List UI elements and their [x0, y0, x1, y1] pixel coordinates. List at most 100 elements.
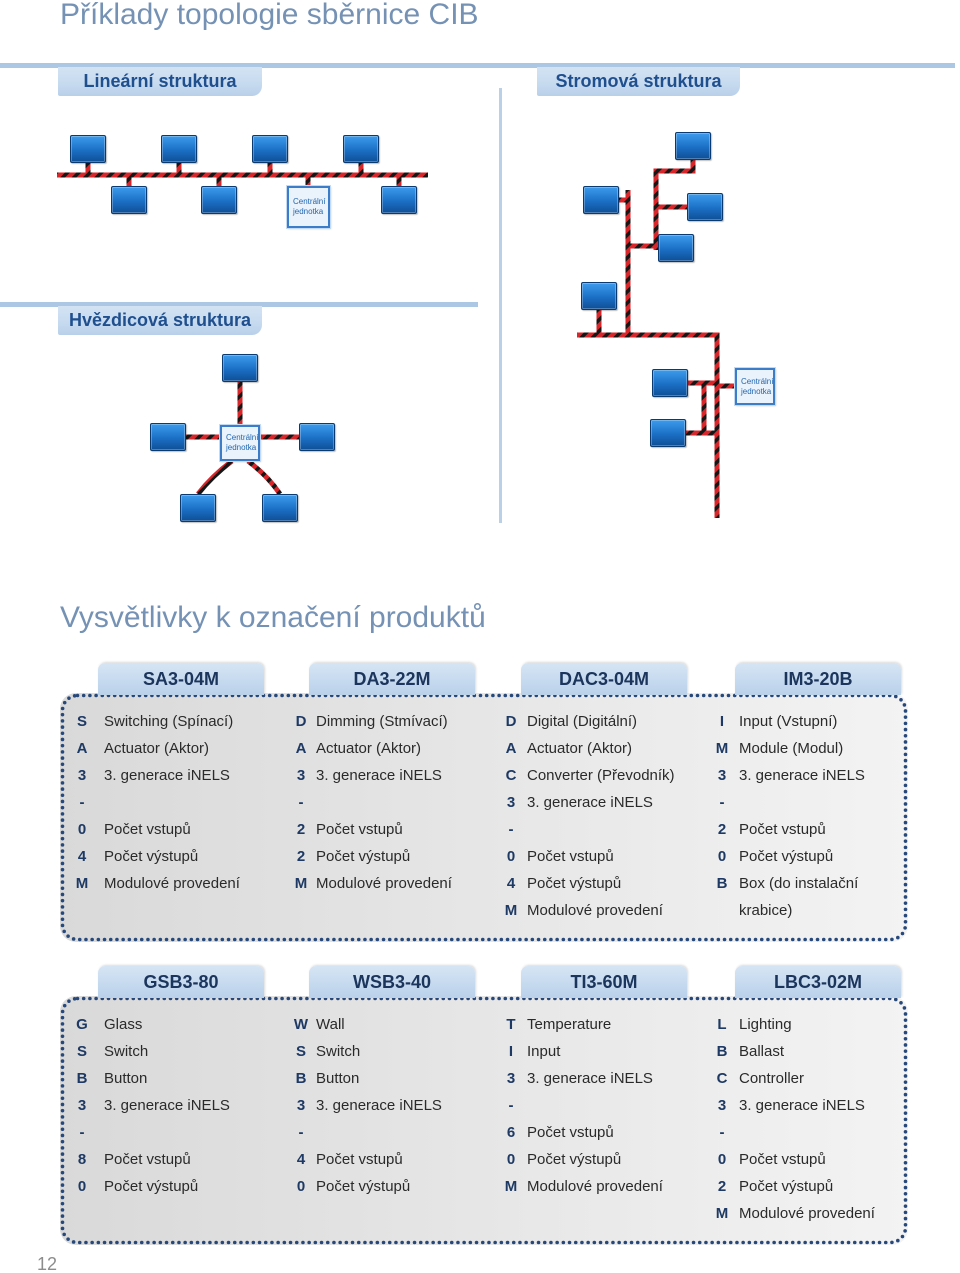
code-letter: -	[719, 794, 725, 811]
code-meaning: Počet výstupů	[527, 875, 622, 892]
linear-structure-label: Lineární struktura	[58, 67, 262, 96]
code-letter: C	[716, 1070, 728, 1087]
code-meaning: Actuator (Aktor)	[527, 740, 633, 757]
code-letter: S	[295, 1043, 306, 1060]
code-letter: 0	[506, 1151, 516, 1168]
bus-module	[583, 186, 619, 214]
code-letter: D	[295, 713, 307, 730]
product-code-tab: GSB3-80	[98, 966, 264, 998]
code-letter: C	[505, 767, 517, 784]
product-code-tab: TI3-60M	[521, 966, 687, 998]
code-meaning: Počet vstupů	[104, 821, 191, 838]
bus-module	[299, 423, 335, 451]
code-letter: B	[716, 875, 728, 892]
product-code-tab: LBC3-02M	[735, 966, 901, 998]
code-meaning: Switch	[104, 1043, 149, 1060]
code-meaning: Actuator (Aktor)	[104, 740, 210, 757]
code-meaning: Temperature	[527, 1016, 612, 1033]
bus-module	[675, 132, 711, 160]
legend-dotted-border	[60, 996, 908, 1245]
bus-module	[150, 423, 186, 451]
code-meaning: Počet vstupů	[104, 1151, 191, 1168]
code-meaning: 3. generace iNELS	[527, 794, 653, 811]
bus-module	[222, 354, 258, 382]
code-letter: S	[76, 713, 87, 730]
code-letter: 0	[506, 848, 516, 865]
linear-bus-cable	[57, 163, 428, 186]
code-letter: 3	[717, 1097, 727, 1114]
code-meaning: Digital (Digitální)	[527, 713, 638, 730]
code-letter: -	[719, 1124, 725, 1141]
bus-module	[381, 186, 417, 214]
bus-module	[343, 135, 379, 163]
section-rule	[0, 302, 478, 307]
code-letter: 2	[717, 1178, 727, 1195]
code-letter: 4	[506, 875, 516, 892]
code-meaning: Počet vstupů	[739, 821, 826, 838]
central-unit: Centrální jednotka	[220, 425, 260, 461]
code-meaning: Converter (Převodník)	[527, 767, 675, 784]
code-letter: -	[79, 794, 85, 811]
code-letter: 2	[717, 821, 727, 838]
dotted-frame	[60, 996, 908, 1245]
code-meaning: Modulové provedení	[316, 875, 452, 892]
code-letter: -	[298, 1124, 304, 1141]
code-letter: 3	[717, 767, 727, 784]
code-letter: A	[295, 740, 307, 757]
code-letter: W	[293, 1016, 309, 1033]
code-letter: -	[79, 1124, 85, 1141]
star-bus-cable	[186, 382, 299, 496]
central-unit: Centrální jednotka	[287, 186, 330, 228]
code-letter: B	[716, 1043, 728, 1060]
code-meaning: Modulové provedení	[527, 1178, 663, 1195]
code-letter: 3	[77, 767, 87, 784]
code-letter: I	[719, 713, 725, 730]
code-letter: 0	[77, 1178, 87, 1195]
tree-structure-label: Stromová struktura	[537, 67, 740, 96]
code-meaning: Glass	[104, 1016, 143, 1033]
code-meaning: Modulové provedení	[527, 902, 663, 919]
code-letter: T	[506, 1016, 516, 1033]
code-meaning: Modulové provedení	[104, 875, 240, 892]
code-meaning: Button	[316, 1070, 360, 1087]
code-meaning: 3. generace iNELS	[739, 767, 865, 784]
bus-module	[262, 494, 298, 522]
code-letter: 2	[296, 821, 306, 838]
code-meaning: Počet vstupů	[527, 1124, 614, 1141]
central-unit: Centrální jednotka	[735, 368, 775, 405]
code-meaning: Počet výstupů	[104, 1178, 199, 1195]
code-meaning: Počet výstupů	[316, 1178, 411, 1195]
code-letter: 6	[506, 1124, 516, 1141]
code-meaning: 3. generace iNELS	[104, 767, 230, 784]
code-letter: 8	[77, 1151, 87, 1168]
bus-module	[252, 135, 288, 163]
code-letter: M	[294, 875, 308, 892]
code-meaning: 3. generace iNELS	[316, 767, 442, 784]
code-meaning: Lighting	[739, 1016, 792, 1033]
code-meaning: Počet výstupů	[316, 848, 411, 865]
central-unit-label-line2: jednotka	[741, 386, 772, 396]
product-code-tab: SA3-04M	[98, 663, 264, 695]
code-letter: B	[76, 1070, 88, 1087]
legend-title: Vysvětlivky k označení produktů	[60, 601, 486, 634]
code-meaning: Počet vstupů	[739, 1151, 826, 1168]
code-meaning: 3. generace iNELS	[316, 1097, 442, 1114]
legend-panel	[60, 996, 908, 1245]
bus-module	[687, 193, 723, 221]
code-letter: 0	[77, 821, 87, 838]
code-letter: M	[715, 1205, 729, 1222]
product-code-tab: IM3-20B	[735, 663, 901, 695]
bus-module	[111, 186, 147, 214]
code-letter: B	[295, 1070, 307, 1087]
legend-dotted-border	[60, 693, 908, 942]
code-meaning: Počet výstupů	[739, 848, 834, 865]
star-structure-label: Hvězdicová struktura	[58, 306, 262, 335]
code-letter: 3	[506, 1070, 516, 1087]
code-meaning: Počet vstupů	[316, 1151, 403, 1168]
central-unit-label-line2: jednotka	[293, 207, 324, 216]
code-meaning: Počet vstupů	[527, 848, 614, 865]
bus-module	[161, 135, 197, 163]
code-meaning: Wall	[316, 1016, 345, 1033]
legend-panel	[60, 693, 908, 942]
code-letter: 3	[506, 794, 516, 811]
